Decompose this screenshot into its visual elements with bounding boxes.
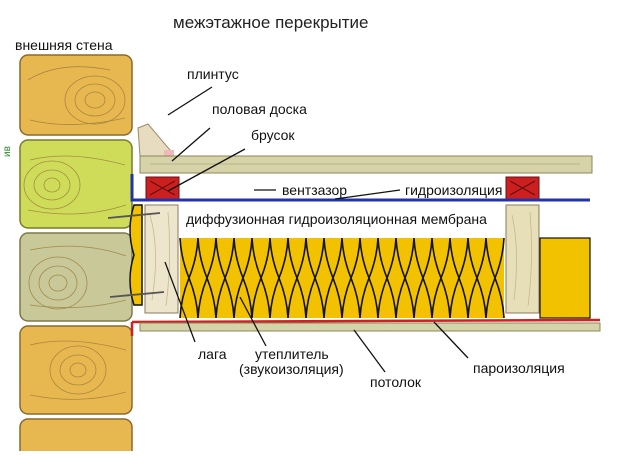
label-plinth: плинтус [187,66,239,82]
label-vapor-barrier: пароизоляция [473,360,565,376]
label-outer-wall: внешняя стена [15,37,113,53]
label-insulation: утеплитель [255,346,329,362]
label-floor-board: половая доска [212,101,307,117]
insulation-pattern [179,237,505,319]
diagram-title: межэтажное перекрытие [173,13,369,32]
plinth-pink [164,150,174,156]
label-ceiling: потолок [370,374,422,390]
insulation-layer [179,237,591,319]
wall-gasket [129,204,143,306]
label-insulation-sub: (звукоизоляция) [239,361,344,377]
ceiling-board [139,322,601,332]
label-bar: брусок [251,127,295,143]
joist-left [144,204,179,314]
wall-log-2 [19,139,133,229]
joist-right [505,204,540,314]
outer-wall [19,54,133,456]
label-joist: лага [198,346,227,362]
wall-log-4 [19,325,133,415]
insulation-right-piece [539,237,591,319]
vapor-barrier [130,318,601,336]
wall-log-5 [19,418,133,456]
floor-board [139,155,593,174]
red-bar-right [505,176,540,200]
label-vent-gap: вентзазор [282,182,348,198]
wall-mark: ив [2,146,13,157]
label-diffusion-membrane: диффузионная гидроизоляционная мембрана [186,211,487,227]
nail-upper [107,212,161,219]
nail-lower [109,291,165,298]
label-waterproofing: гидроизоляция [405,182,503,198]
insulation-fill [180,238,504,318]
leader-lines [164,86,469,373]
